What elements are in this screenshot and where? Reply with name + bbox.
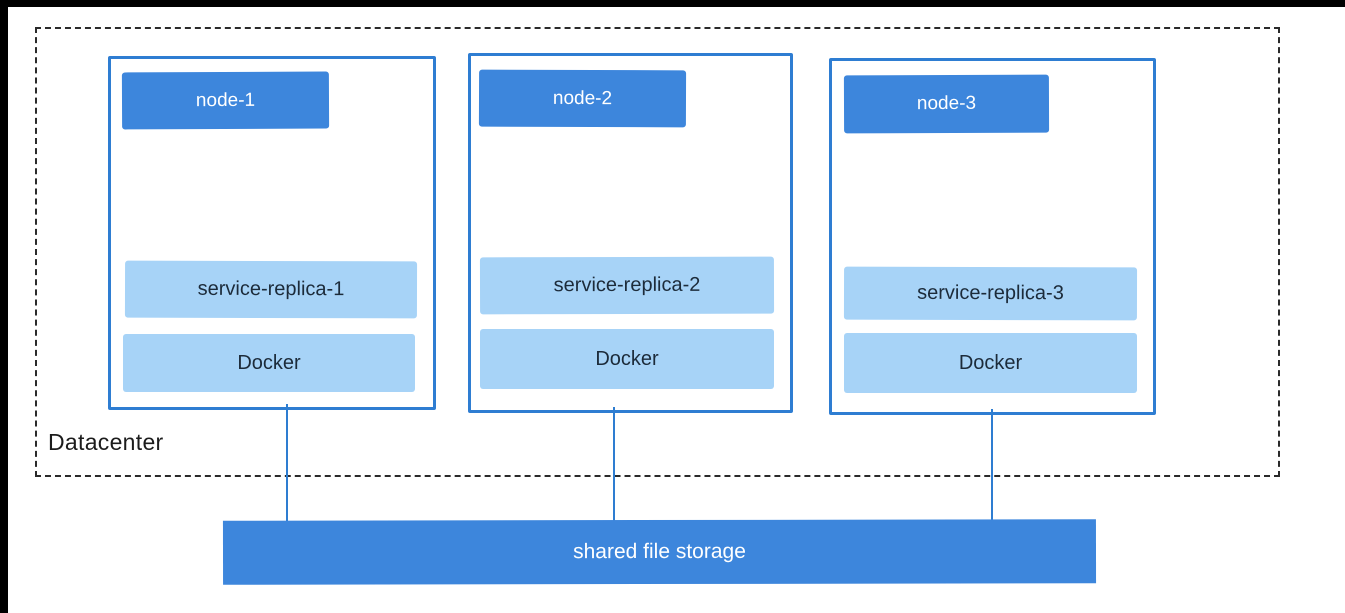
datacenter-boundary bbox=[35, 27, 1280, 477]
node-1-header: node-1 bbox=[121, 71, 330, 130]
service-replica-3-bar: service-replica-3 bbox=[843, 266, 1138, 321]
node-1-box: node-1 service-replica-1 Docker bbox=[108, 56, 436, 410]
node-3-box: node-3 service-replica-3 Docker bbox=[829, 58, 1156, 415]
shared-file-storage-bar: shared file storage bbox=[222, 519, 1097, 585]
datacenter-label: Datacenter bbox=[48, 429, 164, 455]
node-3-storage-connector bbox=[991, 409, 993, 521]
node-2-storage-connector bbox=[613, 407, 615, 521]
node-2-box: node-2 service-replica-2 Docker bbox=[468, 53, 793, 413]
node-2-header: node-2 bbox=[478, 69, 687, 128]
node-3-docker-bar: Docker bbox=[844, 333, 1137, 393]
service-replica-2-bar: service-replica-2 bbox=[479, 256, 775, 315]
node-2-docker-bar: Docker bbox=[480, 329, 774, 389]
letterbox-top-bar bbox=[0, 0, 1345, 7]
letterbox-left-bar bbox=[0, 0, 8, 613]
service-replica-1-bar: service-replica-1 bbox=[124, 260, 418, 319]
node-3-header: node-3 bbox=[843, 74, 1050, 134]
node-1-storage-connector bbox=[286, 404, 288, 521]
node-1-docker-bar: Docker bbox=[123, 334, 415, 392]
